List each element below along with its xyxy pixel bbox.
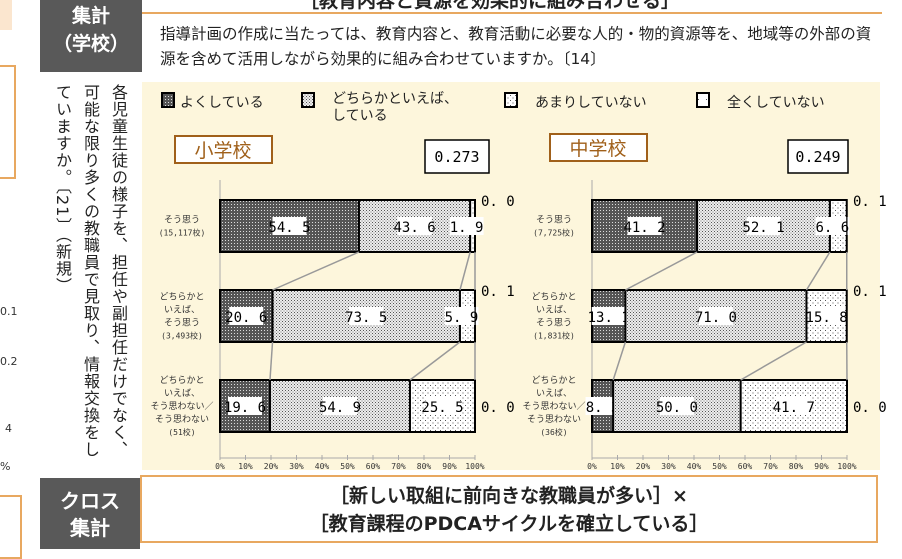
connector-line <box>410 342 460 380</box>
data-label: 52. 1 <box>742 220 784 236</box>
x-tick-label: 90% <box>814 462 829 471</box>
legend-label: あまりしていない <box>535 95 647 111</box>
x-tick-label: 0% <box>215 462 225 471</box>
category-label: どちらかと <box>531 292 576 303</box>
data-label: 6. 6 <box>815 220 849 236</box>
legend-label: 全くしていない <box>727 94 825 111</box>
data-label: 41. 7 <box>773 400 815 416</box>
category-label: どちらかと <box>159 292 204 303</box>
category-label: いえば、 <box>164 305 200 316</box>
legend-label-line: どちらかといえば、 <box>332 91 458 107</box>
connector-line <box>741 342 807 380</box>
category-label: そう思う <box>536 318 572 329</box>
category-label: そう思う <box>164 215 200 226</box>
data-label: 5. 9 <box>445 310 479 326</box>
category-label: (3,493校) <box>161 331 203 341</box>
legend-swatch <box>697 93 709 107</box>
category-label: (7,725校) <box>533 228 575 238</box>
school-title: 中学校 <box>569 138 626 160</box>
data-label: 54. 9 <box>319 400 361 416</box>
data-label: 15. 8 <box>806 310 848 326</box>
data-label: 20. 6 <box>225 310 267 326</box>
x-tick-label: 0% <box>587 462 597 471</box>
legend-label: どちらかといえば、している <box>332 91 458 124</box>
category-label: (1,831校) <box>533 331 575 341</box>
data-label: 0. 0 <box>481 194 515 210</box>
category-label: (15,117校) <box>159 228 206 238</box>
cross-label-line: クロス <box>40 488 140 515</box>
category-label: どちらかと <box>531 375 576 386</box>
legend-label: よくしている <box>180 95 264 111</box>
connector-line <box>270 342 273 380</box>
cross-label-line: 集計 <box>40 515 140 542</box>
data-label: 41. 2 <box>623 220 665 236</box>
x-tick-label: 50% <box>712 462 727 471</box>
data-label: 0. 1 <box>853 284 887 300</box>
category-label: いえば、 <box>164 388 200 399</box>
x-tick-label: 80% <box>789 462 804 471</box>
coefficient-value: 0.249 <box>795 148 840 166</box>
x-tick-label: 60% <box>366 462 381 471</box>
x-tick-label: 10% <box>238 462 253 471</box>
category-label: いえば、 <box>536 305 572 316</box>
cross-title-line: ［教育課程のPDCAサイクルを確立している］ <box>142 510 876 538</box>
category-label: そう思わない／ <box>150 401 213 412</box>
legend-swatch <box>302 93 314 107</box>
x-tick-label: 30% <box>661 462 676 471</box>
x-tick-label: 40% <box>687 462 702 471</box>
data-label: 19. 6 <box>224 400 266 416</box>
cross-label: クロス 集計 <box>40 478 140 549</box>
category-label: そう思う <box>536 215 572 226</box>
x-tick-label: 60% <box>738 462 753 471</box>
data-label: 25. 5 <box>421 400 463 416</box>
category-label: そう思わない／ <box>522 401 585 412</box>
school-title: 小学校 <box>194 140 251 162</box>
x-tick-label: 10% <box>610 462 625 471</box>
connector-line <box>613 342 625 380</box>
x-tick-label: 40% <box>315 462 330 471</box>
cross-title-line: ［新しい取組に前向きな教職員が多い］× <box>142 482 876 510</box>
connector-line <box>625 252 697 290</box>
x-tick-label: 20% <box>264 462 279 471</box>
legend-label-line: している <box>332 108 388 124</box>
x-tick-label: 100% <box>465 462 484 471</box>
data-label: 0. 0 <box>853 400 887 416</box>
x-tick-label: 90% <box>442 462 457 471</box>
x-tick-label: 100% <box>837 462 856 471</box>
category-label: そう思わない <box>527 414 581 425</box>
category-label: (36校) <box>540 427 567 437</box>
connector-line <box>806 252 829 290</box>
category-label: そう思う <box>164 318 200 329</box>
category-label: そう思わない <box>155 414 209 425</box>
connector-line <box>460 252 470 290</box>
data-label: 71. 0 <box>695 310 737 326</box>
data-label: 0. 1 <box>481 284 515 300</box>
legend-swatch <box>505 93 517 107</box>
category-label: どちらかと <box>159 375 204 386</box>
data-label: 0. 1 <box>853 194 887 210</box>
coefficient-value: 0.273 <box>434 148 479 166</box>
x-tick-label: 70% <box>391 462 406 471</box>
cross-title: ［新しい取組に前向きな教職員が多い］× ［教育課程のPDCAサイクルを確立してい… <box>140 475 878 543</box>
x-tick-label: 50% <box>340 462 355 471</box>
x-tick-label: 30% <box>289 462 304 471</box>
data-label: 73. 5 <box>345 310 387 326</box>
legend-swatch <box>162 93 174 107</box>
data-label: 50. 0 <box>656 400 698 416</box>
data-label: 0. 0 <box>481 400 515 416</box>
x-tick-label: 80% <box>417 462 432 471</box>
data-label: 54. 5 <box>268 220 310 236</box>
data-label: 1. 9 <box>450 220 484 236</box>
category-label: (51校) <box>168 427 195 437</box>
connector-line <box>273 252 359 290</box>
category-label: いえば、 <box>536 388 572 399</box>
data-label: 13. 1 <box>588 310 630 326</box>
data-label: 43. 6 <box>393 220 435 236</box>
x-tick-label: 20% <box>636 462 651 471</box>
x-tick-label: 70% <box>763 462 778 471</box>
